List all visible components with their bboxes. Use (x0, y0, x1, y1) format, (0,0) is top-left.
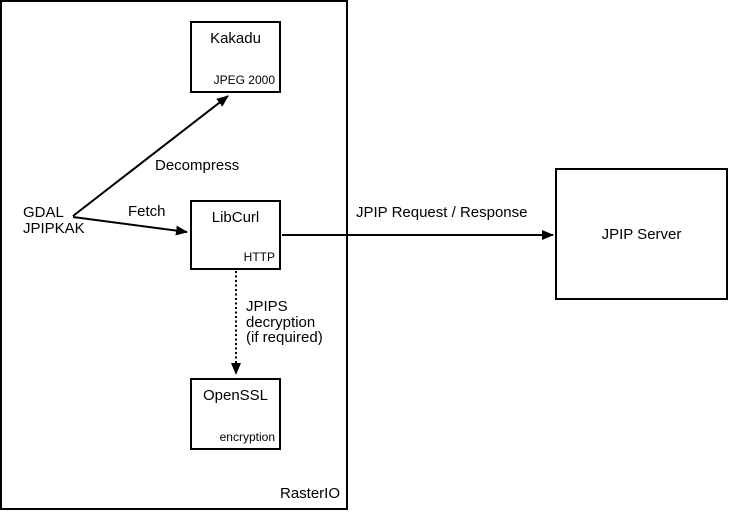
fetch-arrow (72, 216, 188, 236)
libcurl-subtitle: HTTP (243, 250, 275, 264)
kakadu-subtitle: JPEG 2000 (213, 73, 275, 87)
jpips-label-line3: (if required) (246, 329, 323, 346)
openssl-subtitle: encryption (219, 430, 275, 444)
jpip-request-edge-label: JPIP Request / Response (356, 204, 528, 221)
jpips-label-line2: decryption (246, 313, 316, 331)
jpip-server-title: JPIP Server (601, 225, 682, 243)
jpip-server-node: JPIP Server (555, 168, 728, 300)
kakadu-node: Kakadu JPEG 2000 (190, 21, 281, 93)
fetch-edge-label: Fetch (128, 203, 166, 220)
decompress-arrow (72, 95, 229, 217)
openssl-node: OpenSSL encryption (190, 378, 281, 450)
decompress-edge-label: Decompress (155, 157, 240, 174)
kakadu-title: Kakadu (210, 30, 261, 47)
jpips-label-line1: JPIPS (246, 298, 288, 315)
gdal-jpipkak-label: GDAL JPIPKAK (23, 205, 85, 237)
rasterio-container-box: RasterIO (0, 0, 348, 510)
jpips-decryption-edge-label: JPIPS decryption (if required) (246, 299, 323, 346)
libcurl-node: LibCurl HTTP (190, 200, 281, 270)
libcurl-title: LibCurl (211, 209, 260, 226)
gdal-label-line2: JPIPKAK (23, 220, 85, 237)
gdal-label-line1: GDAL (23, 204, 64, 221)
openssl-title: OpenSSL (202, 387, 269, 404)
rasterio-label: RasterIO (279, 485, 340, 502)
